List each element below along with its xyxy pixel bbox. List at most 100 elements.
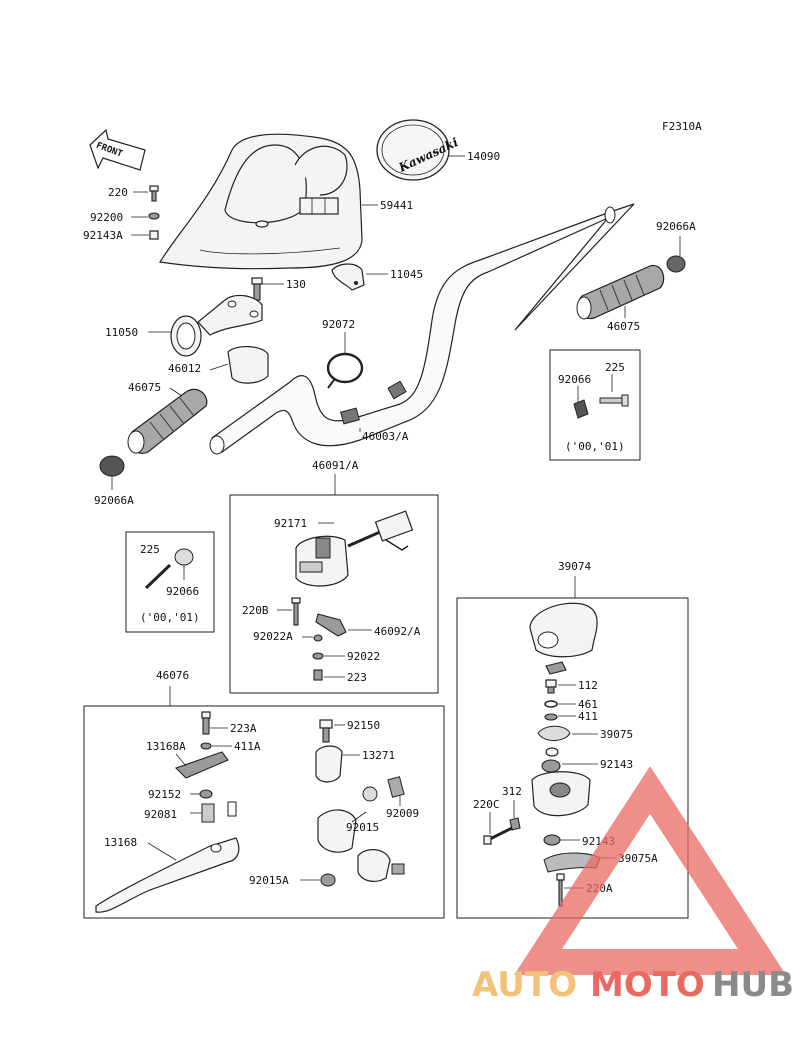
lever-holder-part [317, 809, 357, 853]
lever-46092A-part [315, 613, 347, 637]
label-92081: 92081 [144, 808, 177, 821]
washer-92022-part [312, 652, 324, 660]
spring-461-part [544, 700, 558, 708]
label-92015: 92015 [346, 821, 379, 834]
collar-92143-lower-part [543, 834, 561, 846]
bolt-130-part [251, 277, 263, 301]
label-92066A-right: 92066A [656, 220, 696, 233]
label-92015A: 92015A [249, 874, 289, 887]
washer-92022A-part [313, 634, 323, 642]
label-92143: 92143 [600, 758, 633, 771]
bolt-112-part [545, 679, 557, 694]
label-220C: 220C [473, 798, 500, 811]
holder-46012-part [227, 346, 269, 384]
label-411: 411 [578, 710, 598, 723]
label-46076: 46076 [156, 669, 189, 682]
label-220B: 220B [242, 604, 269, 617]
washer-411-part [544, 713, 558, 721]
label-223A: 223A [230, 722, 257, 735]
label-92022: 92022 [347, 650, 380, 663]
collar-92143-part [541, 759, 561, 773]
meter-cover-part [159, 133, 363, 270]
label-46092A: 46092/A [374, 625, 421, 638]
clutch-lever-group-box [83, 705, 445, 919]
bolt-92150-part [319, 719, 333, 743]
watermark-moto: MOTO [590, 965, 705, 1005]
label-59441: 59441 [380, 199, 413, 212]
label-312: 312 [502, 785, 522, 798]
clamp-lower-part [357, 849, 391, 882]
bolt-220C-part [483, 826, 513, 845]
label-461: 461 [578, 698, 598, 711]
label-225-box-left: 225 [140, 543, 160, 556]
cable-guide-part [545, 661, 567, 675]
bolt-220B-part [291, 597, 301, 626]
screw-225-part [599, 394, 629, 407]
spring-92081-part [201, 801, 237, 823]
screw-223-part [313, 669, 323, 681]
label-220: 220 [108, 186, 128, 199]
label-46003A: 46003/A [362, 430, 409, 443]
label-92009: 92009 [386, 807, 419, 820]
label-92200: 92200 [90, 211, 123, 224]
label-13271: 13271 [362, 749, 395, 762]
switch-group-box [229, 494, 439, 694]
clamp-13271-part [315, 745, 343, 783]
label-39074: 39074 [558, 560, 591, 573]
label-92152: 92152 [148, 788, 181, 801]
collar-upper-part [545, 747, 559, 757]
watermark-logo: AUTO MOTO HUB [472, 766, 794, 1005]
label-46091A: 46091/A [312, 459, 359, 472]
watermark-auto: AUTO [472, 965, 577, 1005]
label-130: 130 [286, 278, 306, 291]
nut-92152-part [199, 789, 213, 799]
screw-223A-part [201, 711, 211, 735]
label-11050: 11050 [105, 326, 138, 339]
label-92171: 92171 [274, 517, 307, 530]
grip-left-46075-part [127, 388, 208, 454]
switch-housing-part [295, 535, 349, 587]
label-13168A: 13168A [146, 740, 186, 753]
adjuster-92009-part [362, 776, 405, 802]
label-92066-box-right: 92066 [558, 373, 591, 386]
handlebar-46003A-part [209, 203, 635, 455]
label-411A: 411A [234, 740, 261, 753]
clamp-bolt-part [391, 863, 405, 875]
screw-225-left-part [144, 563, 172, 590]
label-46075-right: 46075 [607, 320, 640, 333]
kawasaki-emblem-part: Kawasaki [376, 119, 461, 181]
washer-92200-part [148, 212, 160, 220]
label-92066A-left: 92066A [94, 494, 134, 507]
label-112: 112 [578, 679, 598, 692]
figure-code: F2310A [662, 120, 702, 133]
label-46075-left: 46075 [128, 381, 161, 394]
label-13168: 13168 [104, 836, 137, 849]
year-variant-box-right [549, 349, 641, 461]
label-92022A: 92022A [253, 630, 293, 643]
collar-92143A-part [149, 230, 159, 240]
front-arrow-icon: FRONT [89, 128, 146, 171]
throttle-cover-part [529, 602, 598, 658]
label-92150: 92150 [347, 719, 380, 732]
grip-right-46075-part [576, 264, 665, 320]
washer-411A-part [200, 742, 212, 750]
bolt-220-part [149, 185, 159, 202]
end-cap-left-92066A-part [99, 455, 125, 477]
bracket-11045-part [331, 263, 365, 291]
label-11045: 11045 [390, 268, 423, 281]
cable-39075-part [537, 725, 571, 741]
year-variant-box-left [125, 531, 215, 633]
label-14090: 14090 [467, 150, 500, 163]
label-39075A: 39075A [618, 852, 658, 865]
label-92066-box-left: 92066 [166, 585, 199, 598]
lever-13168-part [95, 837, 240, 913]
end-cap-right-92066A-part [666, 255, 686, 273]
bracket-11050-part [170, 294, 263, 357]
end-weight-92066-part [573, 399, 589, 419]
switch-connector-part [347, 510, 414, 551]
year-note-right: ('00,'01) [565, 440, 625, 453]
watermark-hub: HUB [712, 965, 794, 1005]
clamp-92072-part [326, 352, 364, 389]
label-92072: 92072 [322, 318, 355, 331]
